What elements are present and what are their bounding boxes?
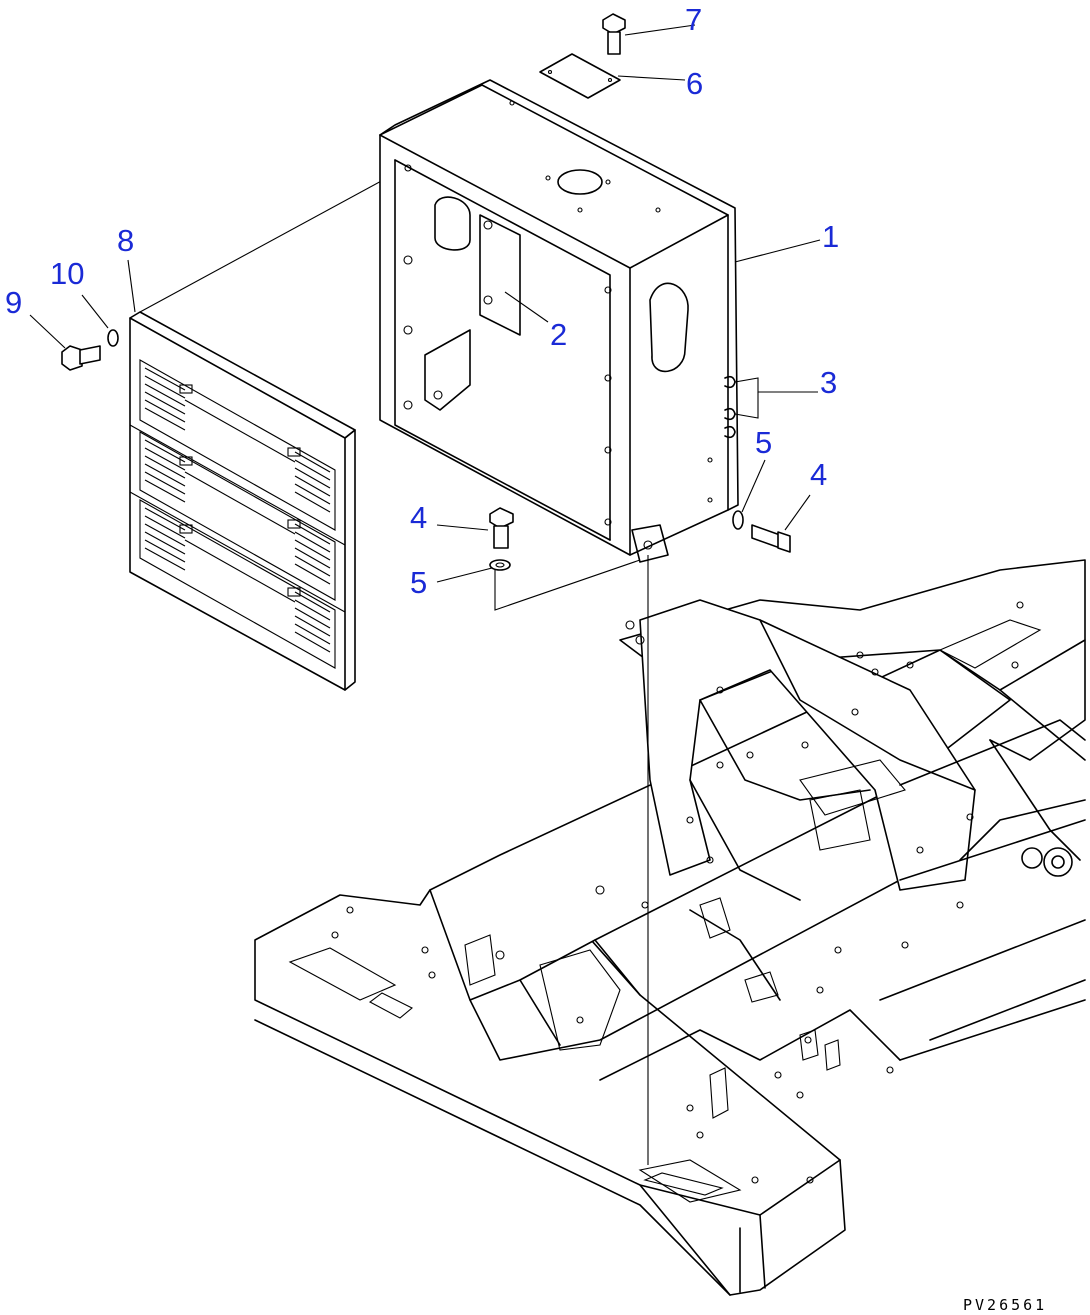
callout-labels: 1 2 3 4 4 5 5 6 7 8 9 10 [5, 2, 839, 600]
battery-box [379, 79, 739, 1165]
callout-4-right: 4 [810, 457, 827, 492]
cover-panel [129, 171, 399, 691]
callout-7: 7 [685, 2, 702, 37]
washer-panel [107, 329, 119, 347]
leader-lines [29, 24, 821, 583]
callout-1: 1 [822, 219, 839, 254]
bolt-right [751, 524, 791, 553]
bolt-left [489, 507, 514, 549]
callout-8: 8 [117, 223, 134, 258]
bolt-panel [61, 345, 101, 371]
callout-4-left: 4 [410, 500, 427, 535]
callout-5-right: 5 [755, 425, 772, 460]
drawing-code: PV26561 [963, 1296, 1047, 1314]
cap-plate [539, 53, 621, 99]
callout-2: 2 [550, 317, 567, 352]
washer-left [489, 559, 511, 571]
callout-10: 10 [50, 256, 84, 291]
callout-6: 6 [686, 66, 703, 101]
callout-3: 3 [820, 365, 837, 400]
callout-5-left: 5 [410, 565, 427, 600]
washer-right [732, 510, 744, 530]
callout-9: 9 [5, 285, 22, 320]
bolt-top [602, 13, 626, 55]
chassis-frame [254, 559, 1086, 1296]
